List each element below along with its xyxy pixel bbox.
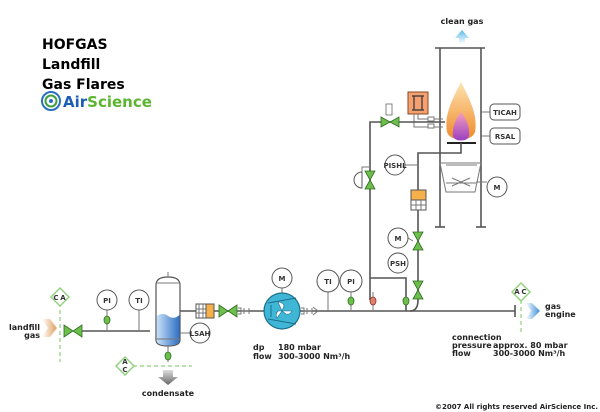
sample-valve[interactable] [369,296,377,306]
ac2-a: A [514,288,520,296]
pi-inlet-label: PI [103,297,111,305]
igniter [407,91,443,129]
drain-valve[interactable] [164,351,172,361]
connection-flow-label: flow [452,349,471,358]
lsah-instrument [189,322,211,344]
title-block: HOFGAS Landfill Gas Flares [42,37,125,93]
clean-gas-label: clean gas [441,17,484,26]
ti-inlet-label: TI [135,297,142,305]
ac-a: A [122,358,128,366]
pilot-solenoid-valve[interactable] [380,103,400,128]
dp-value: 180 mbar [278,343,321,352]
dp-label: dp [253,343,265,352]
fan-inlet-valve[interactable] [218,304,238,318]
condensate-separator [155,272,181,347]
pilot-isolation-valve[interactable] [402,296,410,306]
landfill-gas-label-2: gas [24,331,40,340]
main-shutoff-valve[interactable] [412,280,424,300]
damper-motor [486,176,508,198]
svg-text:AirScience: AirScience [63,93,152,111]
flare-stack: clean gas M TICAH RSAL [435,17,521,228]
rsal-instrument [489,127,521,145]
flex-connector [238,307,250,315]
pilot-pressure-regulator[interactable] [353,166,376,190]
pilot-gas-line [369,121,445,300]
connection-flow-value: 300-3000 Nm³/h [493,349,566,358]
ac-c: C [122,366,127,374]
airscience-logo: AirScience [41,91,152,111]
valve-motor-label: M [395,235,402,243]
logo-air: Air [63,93,88,111]
valve-motor [387,227,409,249]
ticah-label: TICAH [493,109,517,117]
ti-outlet-label: TI [324,278,331,286]
flame-arrester [410,189,427,211]
connection-pressure-value: approx. 80 mbar [493,341,568,350]
gas-filter [195,303,215,319]
gas-engine-label-2: engine [545,310,576,319]
rsal-label: RSAL [495,133,516,141]
title-line-2: Landfill [42,57,100,73]
ticah-instrument [489,103,521,121]
landfill-gas-arrow-icon [42,319,57,337]
ac-outlet-analysis-point [511,282,531,302]
clean-gas-arrow-icon [455,30,469,44]
gas-engine-arrow-icon [526,303,540,319]
landfill-gas-label-1: landfill [9,323,40,332]
fan-flow-value: 300-3000 Nm³/h [278,352,351,361]
logo-science: Science [87,93,152,111]
ac-analysis-point [115,356,135,376]
pi-outlet-label: PI [347,278,355,286]
connection-heading: connection [452,333,502,342]
outlet-check-valve [301,306,319,316]
fan-flow-label: flow [253,352,272,361]
pishl-instrument [384,154,406,176]
motor-valve[interactable] [412,231,424,251]
ca-c: C [53,294,58,302]
psh-label: PSH [390,260,406,268]
copyright: ©2007 All rights reserved AirScience Inc… [435,403,598,411]
ti-inlet [128,289,150,311]
pi-isolation-valve[interactable] [347,296,355,306]
title-line-3: Gas Flares [42,77,125,93]
condensate-label: condensate [142,389,195,398]
pishl-label: PISHL [383,162,407,170]
lsah-label: LSAH [190,330,211,338]
ca-analysis-point [50,287,70,307]
fan-motor [271,267,293,289]
condensate-arrow-icon [158,370,178,385]
title-line-1: HOFGAS [42,37,108,53]
psh-instrument [387,252,409,274]
ac2-c: C [521,288,526,296]
gas-engine-label-1: gas [545,302,561,311]
damper-motor-label: M [494,184,501,192]
flame-icon [446,82,476,140]
ca-a: A [60,294,66,302]
blower-fan [263,292,301,330]
ti-outlet [316,269,340,293]
air-damper [439,162,482,193]
connection-pressure-label: pressure [452,341,492,350]
inlet-valve[interactable] [63,324,83,338]
fan-motor-label: M [279,275,286,283]
pi-inlet [96,289,118,311]
